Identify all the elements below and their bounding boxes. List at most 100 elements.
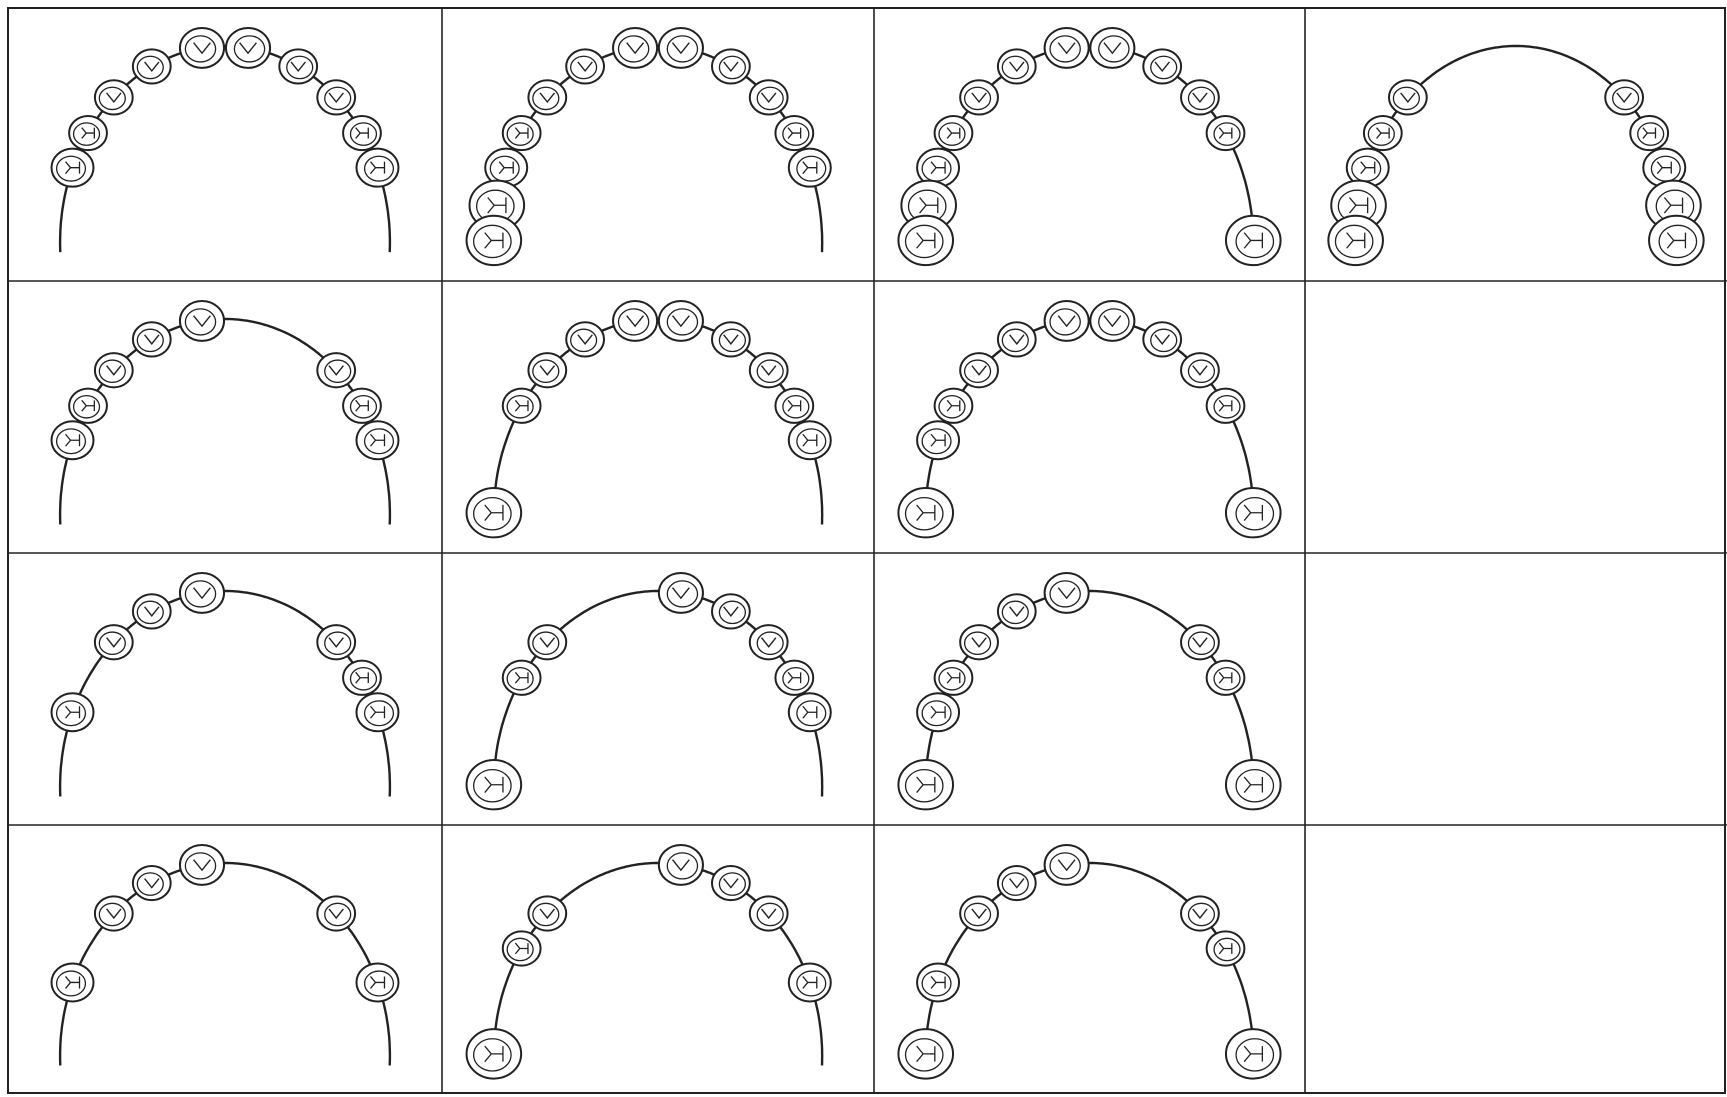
left-p2-tooth xyxy=(52,421,94,459)
left-c-tooth xyxy=(1389,80,1427,114)
left-i2-tooth xyxy=(133,322,171,356)
left-c-tooth xyxy=(95,896,133,930)
left-m2-tooth xyxy=(467,1029,522,1078)
left-i1-tooth xyxy=(1045,301,1089,341)
arch-panel-r2c1 xyxy=(52,301,399,525)
left-c-tooth xyxy=(528,625,566,659)
right-c-tooth xyxy=(317,353,355,387)
right-p2-tooth xyxy=(789,421,831,459)
left-m2-tooth xyxy=(467,760,522,809)
arch-line xyxy=(60,863,390,1066)
left-i2-tooth xyxy=(566,322,604,356)
left-i1-tooth xyxy=(1045,573,1089,613)
arch-panel-r2c2 xyxy=(467,301,831,537)
left-c-tooth xyxy=(95,80,133,114)
right-c-tooth xyxy=(1181,353,1219,387)
right-p1-tooth xyxy=(1207,389,1245,423)
left-c-tooth xyxy=(528,353,566,387)
right-m2-tooth xyxy=(1649,216,1704,265)
right-i2-tooth xyxy=(712,322,750,356)
left-p1-tooth xyxy=(69,389,107,423)
left-i2-tooth xyxy=(998,866,1036,900)
arch-line xyxy=(1356,46,1677,252)
right-c-tooth xyxy=(750,80,788,114)
left-p1-tooth xyxy=(935,661,973,695)
right-c-tooth xyxy=(750,353,788,387)
left-i1-tooth xyxy=(180,845,224,885)
left-m2-tooth xyxy=(898,216,953,265)
left-i1-tooth xyxy=(1045,845,1089,885)
arch-line xyxy=(494,863,822,1066)
left-p1-tooth xyxy=(69,116,107,150)
left-i2-tooth xyxy=(133,866,171,900)
left-i1-tooth xyxy=(1045,28,1089,68)
left-m2-tooth xyxy=(467,216,522,265)
left-p1-tooth xyxy=(503,116,541,150)
left-p1-tooth xyxy=(935,116,973,150)
right-i1-tooth xyxy=(659,28,703,68)
arch-panel-r4c3 xyxy=(898,845,1280,1079)
left-i1-tooth xyxy=(180,573,224,613)
left-m2-tooth xyxy=(898,760,953,809)
right-p1-tooth xyxy=(775,116,813,150)
left-p2-tooth xyxy=(917,963,959,1001)
left-p2-tooth xyxy=(52,963,94,1001)
left-m2-tooth xyxy=(898,1029,953,1078)
left-i2-tooth xyxy=(998,322,1036,356)
left-i1-tooth xyxy=(613,301,657,341)
left-p2-tooth xyxy=(52,693,94,731)
left-p1-tooth xyxy=(503,931,541,965)
right-p1-tooth xyxy=(775,389,813,423)
arch-line xyxy=(60,591,390,797)
right-i2-tooth xyxy=(279,49,317,83)
right-c-tooth xyxy=(1181,625,1219,659)
right-p2-tooth xyxy=(789,963,831,1001)
right-c-tooth xyxy=(1181,80,1219,114)
left-c-tooth xyxy=(95,625,133,659)
arch-line xyxy=(494,591,822,797)
arch-panel-r1c4 xyxy=(1328,46,1703,265)
left-c-tooth xyxy=(528,80,566,114)
arch-line xyxy=(926,863,1254,1066)
right-p2-tooth xyxy=(789,149,831,187)
right-c-tooth xyxy=(750,625,788,659)
left-m2-tooth xyxy=(898,488,953,537)
right-p1-tooth xyxy=(1207,661,1245,695)
left-i2-tooth xyxy=(566,49,604,83)
arch-panel-r1c2 xyxy=(467,28,831,265)
right-i1-tooth xyxy=(226,28,270,68)
right-p2-tooth xyxy=(789,693,831,731)
left-p1-tooth xyxy=(503,661,541,695)
right-p2-tooth xyxy=(356,693,398,731)
right-i1-tooth xyxy=(659,301,703,341)
left-c-tooth xyxy=(960,80,998,114)
arch-panel-r3c2 xyxy=(467,573,831,809)
right-p1-tooth xyxy=(343,661,381,695)
right-c-tooth xyxy=(750,896,788,930)
right-p1-tooth xyxy=(1630,116,1668,150)
arch-line xyxy=(60,319,390,525)
right-p2-tooth xyxy=(356,149,398,187)
arch-line xyxy=(60,46,390,252)
arch-line xyxy=(494,319,822,525)
left-c-tooth xyxy=(960,353,998,387)
right-i2-tooth xyxy=(1143,322,1181,356)
left-p2-tooth xyxy=(52,149,94,187)
right-m2-tooth xyxy=(1226,760,1281,809)
left-i2-tooth xyxy=(133,594,171,628)
right-p1-tooth xyxy=(343,389,381,423)
right-i1-tooth xyxy=(659,573,703,613)
right-m2-tooth xyxy=(1226,1029,1281,1078)
left-p1-tooth xyxy=(503,389,541,423)
right-i2-tooth xyxy=(712,49,750,83)
left-i1-tooth xyxy=(180,301,224,341)
arch-line xyxy=(926,46,1254,252)
left-i2-tooth xyxy=(998,594,1036,628)
arch-line xyxy=(494,46,822,252)
arch-panel-r3c1 xyxy=(52,573,399,797)
right-i1-tooth xyxy=(1090,301,1134,341)
left-i2-tooth xyxy=(133,49,171,83)
arch-panel-r1c3 xyxy=(898,28,1280,265)
grid-frame xyxy=(8,8,1725,1093)
arch-panel-r4c2 xyxy=(467,845,831,1079)
